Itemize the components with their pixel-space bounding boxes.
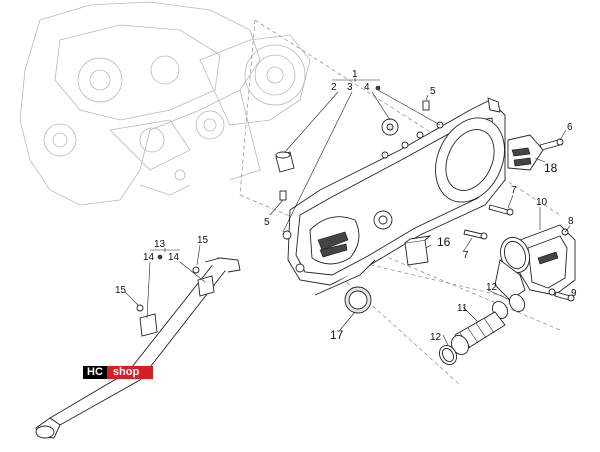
- callout-14-left: 14: [143, 252, 155, 263]
- callout-7-upper: 7: [511, 185, 517, 196]
- callout-16: 16: [437, 235, 451, 249]
- callout-2: 2: [331, 82, 337, 93]
- callout-7-lower: 7: [463, 250, 469, 261]
- callout-labels: 1 2 3 4 5 5 6 7 7 8 9 10 11 12 12 13 14 …: [115, 69, 577, 343]
- callout-8: 8: [568, 216, 574, 227]
- logo-shop-text: shop: [106, 366, 153, 379]
- callout-12-upper: 12: [486, 282, 498, 293]
- air-intake-assembly: [439, 224, 576, 365]
- callout-9: 9: [571, 288, 577, 299]
- small-parts: [275, 100, 564, 314]
- callout-12-lower: 12: [430, 332, 442, 343]
- callout-4: 4: [364, 82, 370, 93]
- logo-hc-text: HC: [83, 366, 107, 379]
- callout-14-right: 14: [168, 252, 180, 263]
- callout-6: 6: [567, 122, 573, 133]
- callout-15-lower: 15: [115, 285, 127, 296]
- callout-3: 3: [347, 82, 353, 93]
- hc-shop-logo: HC shop: [83, 366, 153, 379]
- stand-pipe-assembly: [35, 257, 241, 439]
- callout-5-upper: 5: [430, 86, 436, 97]
- callout-13: 13: [154, 239, 166, 250]
- callout-1: 1: [352, 69, 358, 80]
- callout-18: 18: [544, 161, 558, 175]
- transmission-cover: [287, 97, 506, 296]
- callout-15-upper: 15: [197, 235, 209, 246]
- callout-17: 17: [330, 328, 344, 342]
- callout-11: 11: [457, 303, 468, 314]
- engine-ghost-outline: [19, 1, 311, 206]
- callout-5-lower: 5: [264, 217, 270, 228]
- callout-10: 10: [536, 197, 548, 208]
- leader-lines: [124, 78, 571, 346]
